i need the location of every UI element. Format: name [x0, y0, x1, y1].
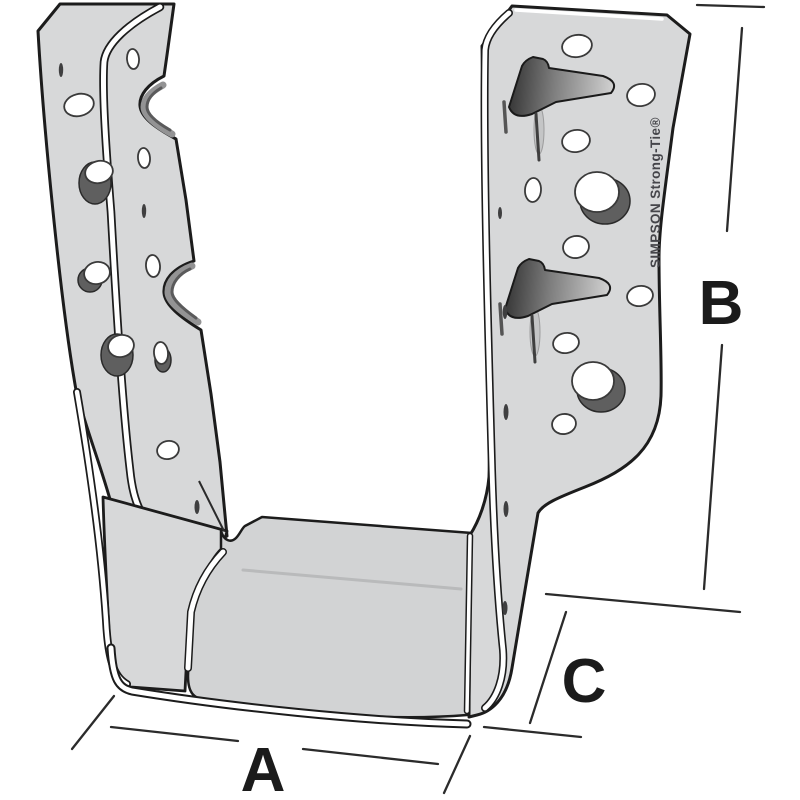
- left-flange: [36, 2, 229, 538]
- dimension-b-tick-bottom: [544, 592, 742, 614]
- speed-prong-bottom: [498, 258, 612, 364]
- speed-prong-top: [502, 56, 616, 162]
- seat-bend-highlight: [241, 568, 463, 591]
- dimension-b-line-bottom: [702, 343, 724, 591]
- dimension-a-line-right: [301, 747, 440, 766]
- dimension-label-b: B: [699, 269, 744, 338]
- dimension-a-tick-left: [70, 694, 116, 751]
- left-flange-notches: [140, 81, 202, 326]
- stirrup-seat: [186, 515, 474, 719]
- dimension-label-c: C: [562, 647, 607, 716]
- dimension-b-tick-top: [695, 3, 766, 9]
- dimension-b: B: [544, 3, 766, 614]
- left-flange-body: [36, 2, 229, 538]
- right-flange-nail-holes: [498, 33, 656, 615]
- dimension-c: C: [482, 610, 607, 739]
- right-flange: SIMPSON Strong-Tie®: [467, 4, 692, 719]
- dimension-c-tick-bottom: [482, 725, 583, 739]
- dimension-a-line-left: [109, 725, 240, 743]
- dimension-a-tick-right: [442, 734, 472, 795]
- dimension-a: A: [70, 694, 472, 800]
- left-flange-nail-holes: [58, 48, 200, 514]
- dimension-b-line-top: [725, 26, 744, 233]
- seat-stirrup: [73, 388, 474, 729]
- dimension-label-a: A: [241, 736, 286, 800]
- dimension-c-line: [528, 610, 568, 725]
- brand-text: SIMPSON Strong-Tie®: [648, 117, 663, 268]
